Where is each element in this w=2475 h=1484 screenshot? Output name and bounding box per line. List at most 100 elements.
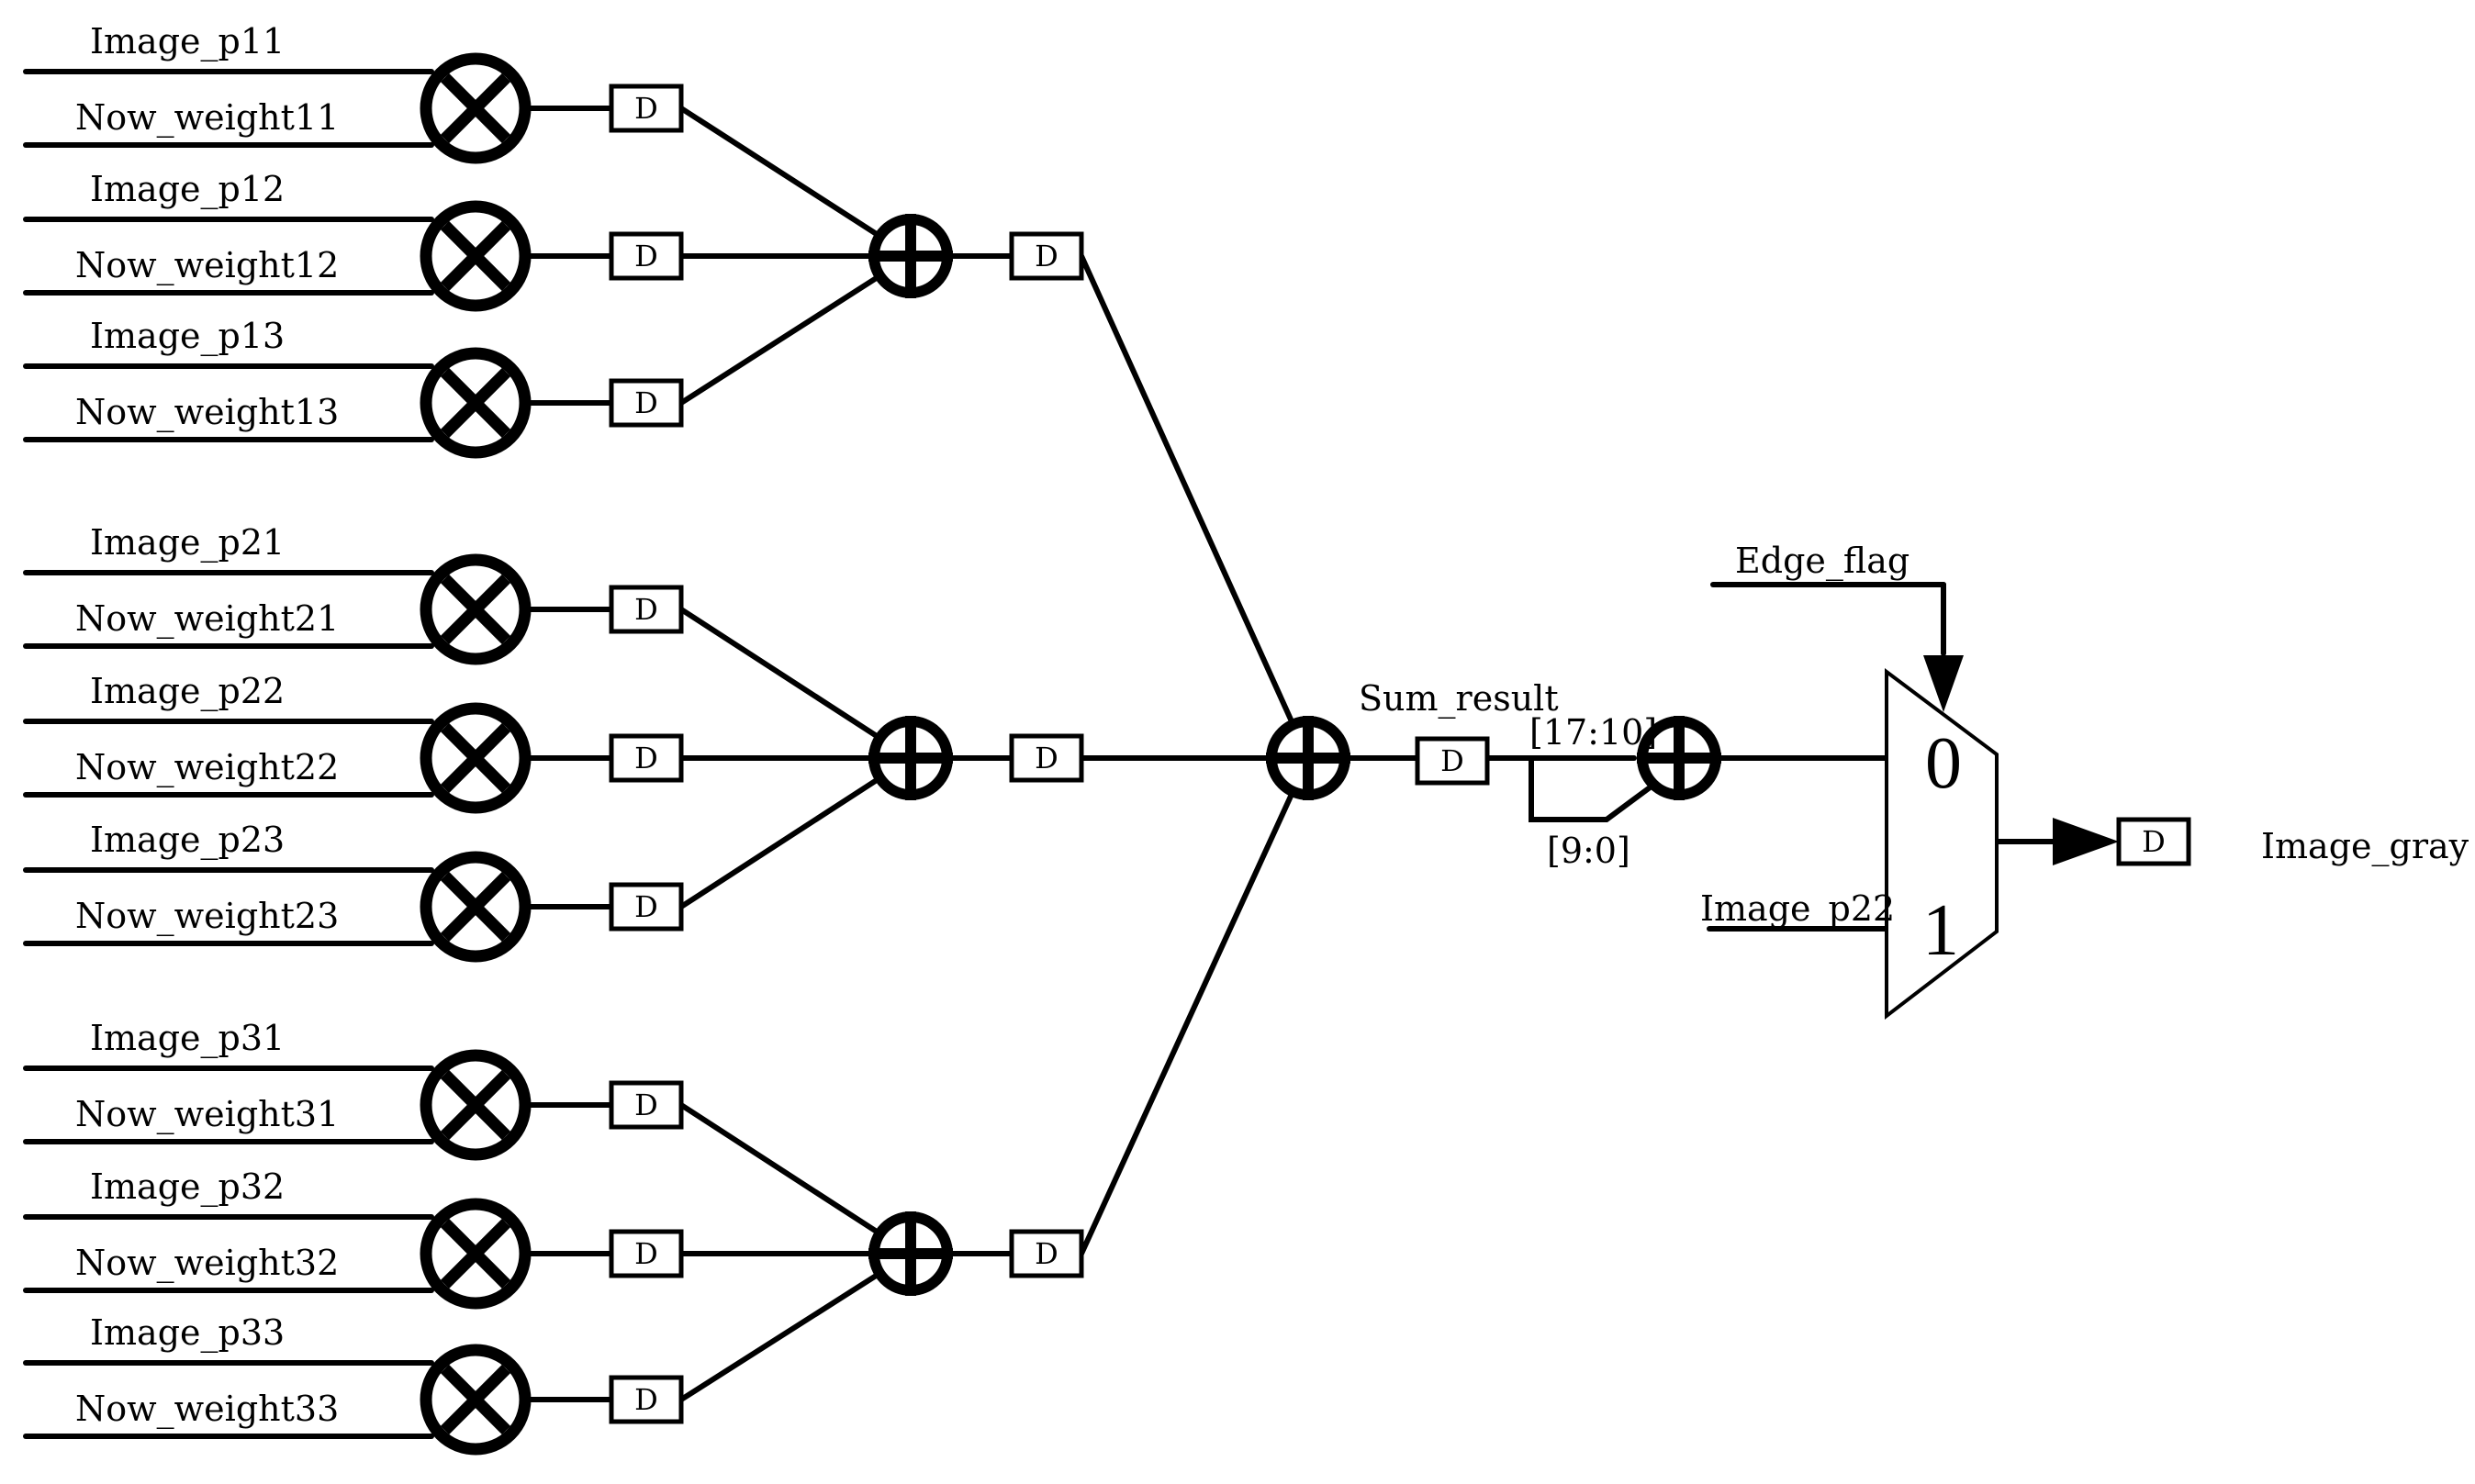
register-box [609,1229,684,1278]
output-arrow [2053,818,2119,865]
wires-layer [23,69,2059,1439]
output-label: Image_gray [2261,826,2469,867]
multiplier-cross [440,1069,511,1141]
register: D [1009,733,1084,783]
register-box [1009,1229,1084,1278]
image-pixel-label: Image_p33 [90,1312,285,1354]
mux-input-0-label: 0 [1925,723,1962,804]
register-label: D [634,741,658,775]
image-pixel-label: Image_p21 [90,522,285,563]
wire [678,755,913,909]
edge-flag-label: Edge_flag [1735,541,1909,582]
register-label: D [634,91,658,126]
weight-label: Now_weight31 [75,1094,339,1135]
image-pixel-label: Image_p13 [90,316,285,357]
register-box [609,1080,684,1130]
register-box [609,84,684,133]
register-box [609,378,684,428]
weight-label: Now_weight21 [75,598,339,640]
register-box [2116,817,2191,866]
multiplier-icon [420,1198,532,1310]
mux-icon [1885,668,1999,1021]
register-box [1009,733,1084,783]
image-pixel-label: Image_p12 [90,169,285,210]
sum-result-label: Sum_result [1359,678,1559,720]
nodes-layer: D D D D D D D D D D D D D D [420,52,2191,1456]
rounding-adder-icon [1636,715,1721,800]
register-label: D [634,1236,658,1271]
multiplier-cross [440,367,511,439]
image-pixel-label: Image_p32 [90,1166,285,1208]
image-pixel-label: Image_p31 [90,1018,285,1059]
register-box [609,1375,684,1424]
register: D [609,378,684,428]
multiplier-icon [420,1344,532,1456]
multiplier-cross [440,574,511,645]
register-label: D [1440,743,1464,778]
register: D [1009,231,1084,281]
register-label: D [634,385,658,420]
wire [678,1251,913,1402]
adder-icon [868,1211,953,1296]
select-arrow [1923,655,1964,712]
register-label: D [1035,239,1058,273]
register: D [1009,1229,1084,1278]
output-register: D [2116,817,2191,866]
register-box [1009,231,1084,281]
register-box [609,231,684,281]
wire [678,106,913,259]
register-label: D [634,592,658,627]
register-label: D [634,889,658,924]
multiplier-icon [420,1049,532,1161]
adder-icon [868,715,953,800]
register-label: D [1035,741,1058,775]
register: D [609,231,684,281]
weight-label: Now_weight13 [75,392,339,433]
labels-layer: Image_p11Now_weight11Image_p12Now_weight… [75,21,2469,1430]
register-box [609,882,684,932]
register-label: D [2142,824,2166,859]
register-box [609,585,684,634]
register-label: D [1035,1236,1058,1271]
bypass-input-label: Image_p22 [1700,888,1895,930]
multiplier-cross [440,220,511,292]
multiplier-cross [440,871,511,943]
register-label: D [634,239,658,273]
multiplier-cross [440,1218,511,1289]
multiplier-icon [420,851,532,963]
upper-bits-label: [17:10] [1529,712,1657,753]
register-box [609,733,684,783]
multiplier-cross [440,73,511,144]
register: D [609,1229,684,1278]
image-pixel-label: Image_p22 [90,671,285,712]
register-label: D [634,1088,658,1122]
image-pixel-label: Image_p11 [90,21,285,62]
register-label: D [634,1382,658,1417]
register-box [1415,736,1490,786]
multiplier-icon [420,347,532,459]
wire [1079,253,1311,761]
multiplier-cross [440,1364,511,1435]
weight-label: Now_weight23 [75,896,339,937]
weight-label: Now_weight11 [75,97,339,139]
multiplier-icon [420,702,532,814]
lower-bits-label: [9:0] [1547,831,1630,871]
register: D [609,84,684,133]
register: D [609,1375,684,1424]
weight-label: Now_weight32 [75,1243,339,1284]
register: D [609,733,684,783]
wire [678,253,913,406]
register: D [609,882,684,932]
wire [678,1102,913,1256]
wire [678,607,913,761]
weight-label: Now_weight12 [75,245,339,286]
multiplier-icon [420,200,532,312]
wire [1079,755,1311,1256]
multiplier-icon [420,553,532,665]
image-pixel-label: Image_p23 [90,820,285,861]
register: D [609,585,684,634]
register: D [609,1080,684,1130]
adder-icon [868,213,953,298]
